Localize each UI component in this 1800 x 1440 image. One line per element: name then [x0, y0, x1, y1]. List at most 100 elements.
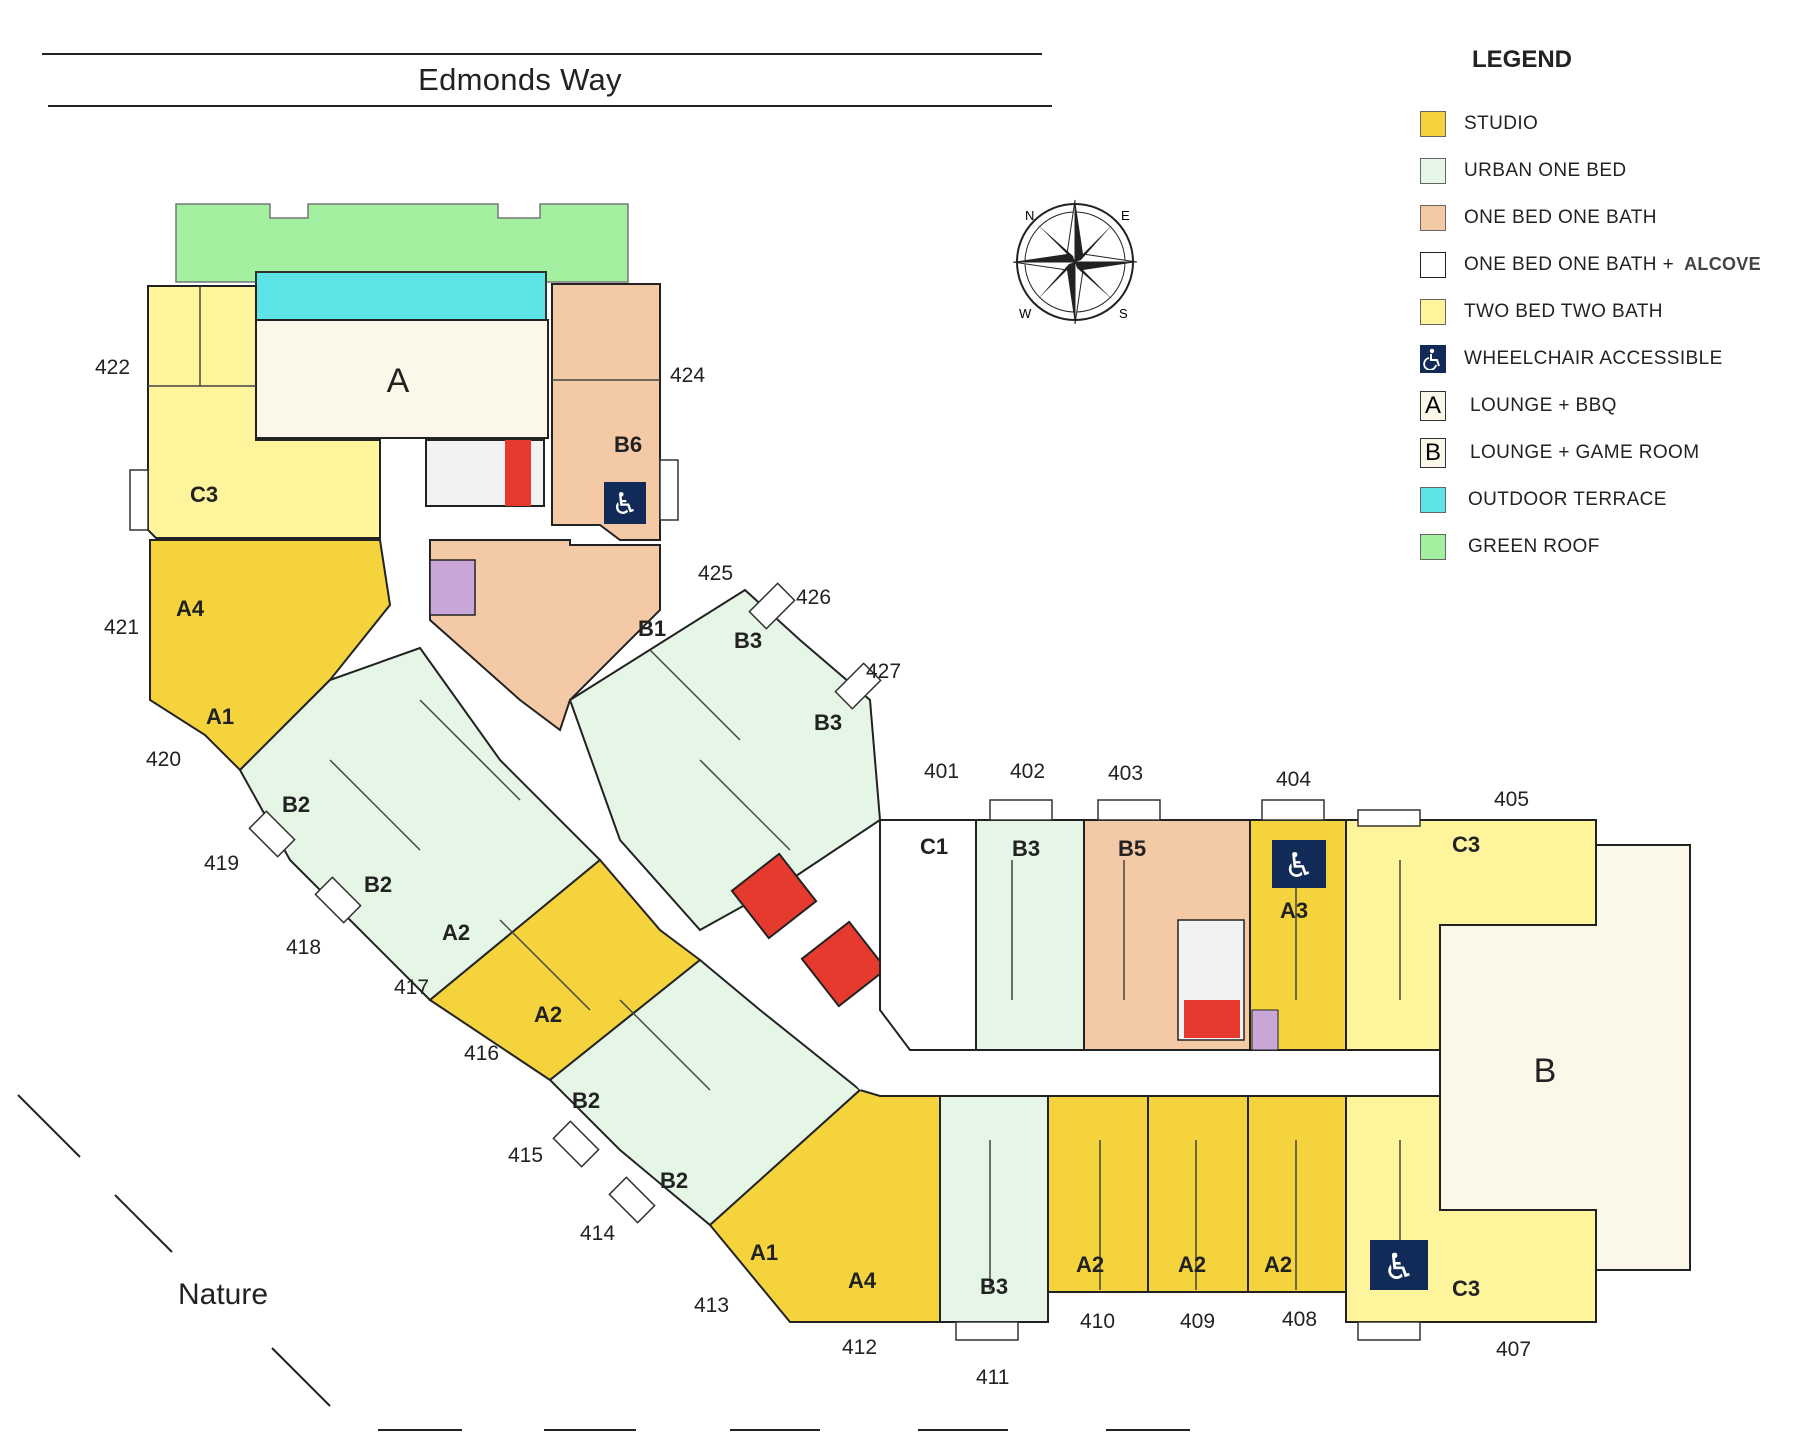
storage-room	[429, 559, 476, 616]
nature-line	[17, 1094, 81, 1158]
wheelchair-icon: ♿	[1370, 1240, 1428, 1290]
legend-label: STUDIO	[1464, 112, 1539, 134]
unit-type: C3	[1452, 832, 1480, 857]
unit-422-area	[147, 285, 381, 539]
unit-number: 416	[464, 1042, 499, 1065]
balconies	[129, 459, 1421, 1341]
unit-number: 419	[204, 852, 239, 875]
legend-label-extra: ALCOVE	[1684, 254, 1761, 274]
legend-item-two-bed-two-bath: TWO BED TWO BATH	[1420, 288, 1790, 335]
wheelchair-icon: ♿	[1272, 840, 1326, 888]
unit-type: A2	[1076, 1252, 1104, 1277]
legend-label: TWO BED TWO BATH	[1464, 300, 1663, 322]
unit-number: 403	[1108, 762, 1143, 785]
wheelchair-icon	[1420, 344, 1446, 373]
unit-424-area	[551, 283, 661, 541]
legend-letter: A	[1420, 390, 1446, 421]
unit-number: 404	[1276, 768, 1311, 791]
legend-item-terrace: OUTDOOR TERRACE	[1420, 476, 1790, 523]
elevator-shaft	[505, 440, 531, 506]
unit-408-area	[1247, 1095, 1347, 1293]
legend-label: ONE BED ONE BATH	[1464, 206, 1657, 228]
unit-number: 408	[1282, 1308, 1317, 1331]
compass-s: S	[1119, 306, 1128, 321]
legend-label: URBAN ONE BED	[1464, 159, 1627, 181]
legend-label: LOUNGE + GAME ROOM	[1470, 441, 1700, 463]
unit-type: B2	[364, 872, 392, 897]
unit-number: 411	[976, 1366, 1009, 1389]
unit-type: A2	[1264, 1252, 1292, 1277]
unit-number: 417	[394, 976, 429, 999]
unit-410-area	[1047, 1095, 1149, 1293]
legend-item-lounge-game: B LOUNGE + GAME ROOM	[1420, 429, 1790, 476]
legend-label: WHEELCHAIR ACCESSIBLE	[1464, 347, 1723, 369]
unit-409-area	[1147, 1095, 1249, 1293]
unit-411-area	[939, 1095, 1049, 1323]
unit-type: B2	[572, 1088, 600, 1113]
legend-title: LEGEND	[1472, 46, 1573, 73]
unit-type: A1	[750, 1240, 778, 1265]
unit-number: 421	[104, 616, 139, 639]
unit-425-area	[429, 539, 661, 732]
unit-type: B2	[282, 792, 310, 817]
legend-item-one-bed-alcove: ONE BED ONE BATH + ALCOVE	[1420, 241, 1790, 288]
legend-item-wheelchair: WHEELCHAIR ACCESSIBLE	[1420, 335, 1790, 382]
unit-number: 422	[95, 356, 130, 379]
lounge-a-area	[255, 319, 549, 439]
unit-number: 418	[286, 936, 321, 959]
lounge-b-label: B	[1534, 1052, 1557, 1090]
unit-type: B3	[980, 1274, 1008, 1299]
unit-type: A2	[1178, 1252, 1206, 1277]
unit-type: A1	[206, 704, 234, 729]
compass-w: W	[1019, 306, 1032, 321]
unit-type: B6	[614, 432, 642, 457]
legend-label: LOUNGE + BBQ	[1470, 394, 1617, 416]
unit-type: B1	[638, 616, 666, 641]
unit-number: 413	[694, 1294, 729, 1317]
legend: LEGEND STUDIO URBAN ONE BED ONE BED ONE …	[1420, 46, 1790, 570]
compass-rose-icon: N E S W	[1012, 199, 1138, 325]
unit-type: A2	[442, 920, 470, 945]
legend-item-one-bed-one-bath: ONE BED ONE BATH	[1420, 194, 1790, 241]
unit-number: 427	[866, 660, 901, 683]
unit-number: 412	[842, 1336, 877, 1359]
storage-room-2	[1251, 1009, 1279, 1051]
wheelchair-icon: ♿	[604, 482, 646, 524]
unit-number: 426	[796, 586, 831, 609]
svg-text:♿: ♿	[612, 488, 639, 521]
street-name: Edmonds Way	[418, 62, 622, 97]
unit-type: B5	[1118, 836, 1146, 861]
unit-number: 410	[1080, 1310, 1115, 1333]
unit-type: A2	[534, 1002, 562, 1027]
unit-type: C3	[1452, 1276, 1480, 1301]
unit-401-area	[879, 819, 977, 1051]
unit-number: 424	[670, 364, 705, 387]
legend-swatch	[1420, 486, 1446, 513]
unit-417-416-area	[428, 858, 702, 1082]
unit-number: 420	[146, 748, 181, 771]
unit-type: B3	[1012, 836, 1040, 861]
unit-type: A4	[848, 1268, 877, 1293]
unit-type: A4	[176, 596, 205, 621]
unit-number: 414	[580, 1222, 615, 1245]
unit-number: 407	[1496, 1338, 1531, 1361]
green-roof	[175, 203, 629, 283]
legend-label: OUTDOOR TERRACE	[1468, 488, 1667, 510]
compass-e: E	[1121, 208, 1130, 223]
unit-type: B3	[814, 710, 842, 735]
unit-number: 401	[924, 760, 959, 783]
unit-number: 425	[698, 562, 733, 585]
legend-swatch	[1420, 157, 1446, 184]
stair-red-3	[1184, 1000, 1240, 1038]
legend-swatch	[1420, 251, 1446, 278]
unit-number: 409	[1180, 1310, 1215, 1333]
legend-item-urban-one-bed: URBAN ONE BED	[1420, 147, 1790, 194]
compass-n: N	[1025, 208, 1034, 223]
lounge-a-label: A	[387, 362, 410, 400]
unit-type: C3	[190, 482, 218, 507]
legend-label: GREEN ROOF	[1468, 535, 1600, 557]
unit-number: 415	[508, 1144, 543, 1167]
stair-red-2	[800, 920, 888, 1008]
legend-swatch	[1420, 533, 1446, 560]
